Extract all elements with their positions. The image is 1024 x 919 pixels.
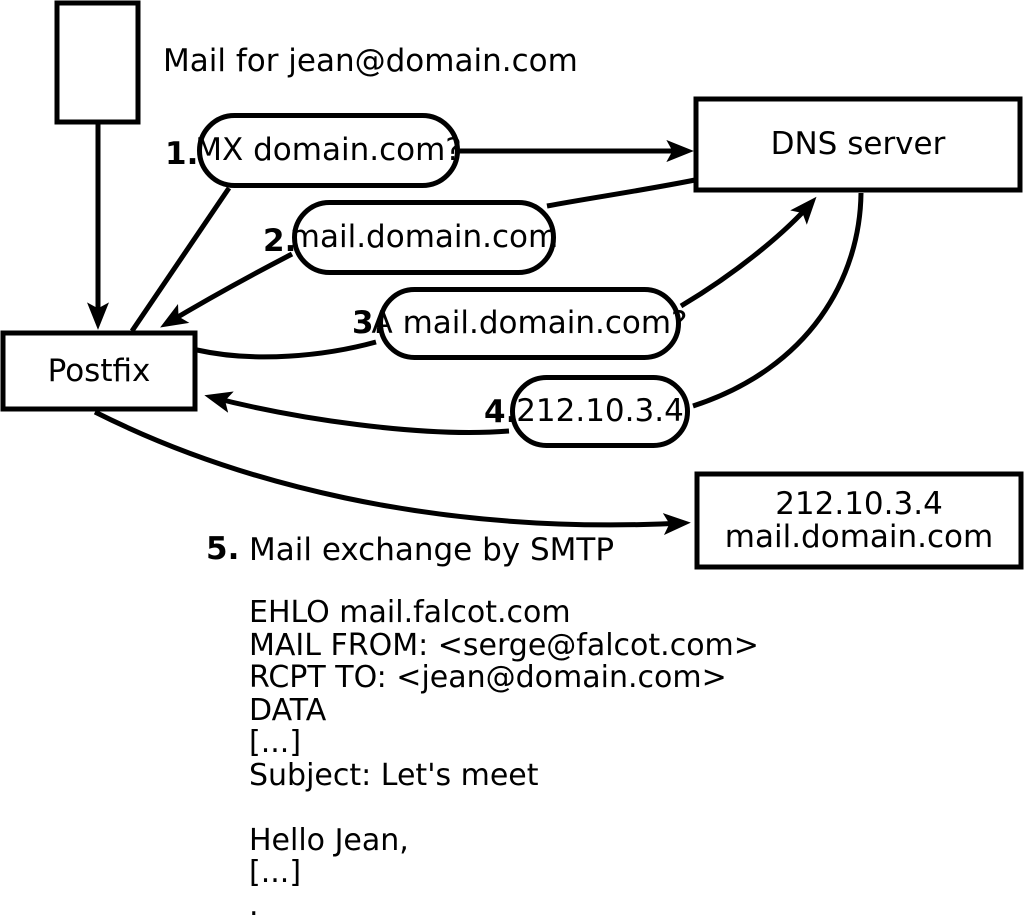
line-postfix-to-step1-pill [129, 186, 232, 333]
line-dns-to-step4-pill [692, 192, 864, 409]
mail-server-label: 212.10.3.4 mail.domain.com [695, 472, 1023, 569]
step3-number: 3. [352, 305, 386, 341]
step1-number: 1. [165, 136, 199, 172]
arrow-step2-pill-to-postfix [160, 251, 294, 328]
envelope-shape [54, 0, 141, 125]
smtp-line: EHLO mail.falcot.com [249, 595, 571, 630]
postfix-box [0, 330, 198, 412]
mail-server-box [694, 471, 1024, 570]
smtp-line: MAIL FROM: <serge@falcot.com> [249, 627, 759, 663]
step1-pill [197, 113, 460, 188]
smtp-line: Subject: Let's meet [249, 757, 539, 793]
dns-server-box [693, 96, 1023, 193]
smtp-line: . [249, 887, 259, 919]
smtp-line: Hello Jean, [249, 822, 409, 858]
step5-label: Mail exchange by SMTP [249, 532, 615, 568]
smtp-line: DATA [249, 692, 327, 728]
step4-label: 212.10.3.4 [516, 393, 684, 430]
smtp-line: [...] [249, 855, 302, 890]
step2-label: mail.domain.com [289, 219, 559, 256]
smtp-line: RCPT TO: <jean@domain.com> [249, 660, 727, 695]
step3-label: A mail.domain.com? [371, 305, 688, 342]
step2-pill [292, 200, 556, 275]
smtp-line: [...] [249, 725, 302, 760]
mail-server-hostname: mail.domain.com [724, 518, 994, 555]
line-postfix-to-step3-pill [196, 339, 377, 360]
dns-server-label: DNS server [770, 126, 946, 163]
step4-number: 4. [484, 394, 518, 430]
step1-label: MX domain.com? [195, 132, 462, 169]
step5-number: 5. [206, 531, 240, 567]
step4-pill [510, 375, 690, 448]
step3-pill [378, 287, 681, 360]
arrow-postfix-to-mail-server [93, 409, 691, 536]
postfix-label: Postfix [47, 352, 151, 389]
arrow-step4-pill-to-postfix [204, 391, 510, 435]
smtp-transcript: EHLO mail.falcot.com MAIL FROM: <serge@f… [249, 595, 809, 919]
smtp-line [249, 792, 809, 825]
arrow-step3-pill-to-dns [679, 196, 817, 309]
mail-server-ip: 212.10.3.4 [775, 485, 943, 522]
mail-note: Mail for jean@domain.com [163, 43, 578, 79]
step2-number: 2. [263, 223, 297, 259]
line-dns-to-step2-pill [546, 177, 696, 209]
